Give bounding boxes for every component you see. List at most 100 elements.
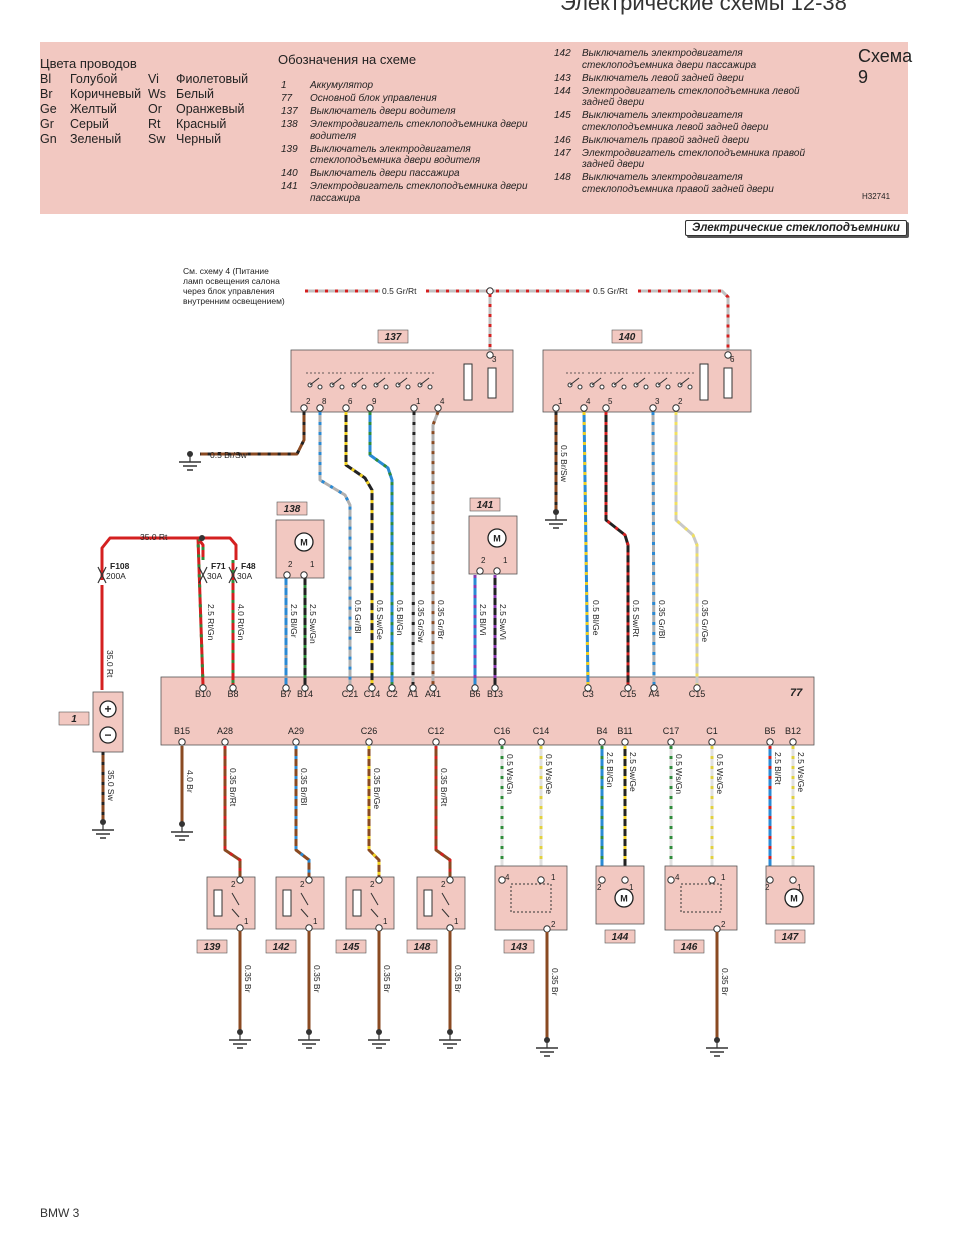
designation-number: 139: [281, 143, 298, 155]
wire-color-name: Голубой: [70, 72, 118, 86]
pin-number: 1: [310, 560, 315, 569]
wire-label: 35.0 Rt: [105, 650, 115, 678]
wire-color-name: Коричневый: [70, 87, 142, 101]
wire-label: 0.35 Br: [453, 965, 463, 993]
unit-77-pin: [650, 684, 658, 692]
unit-77-pin: [693, 684, 701, 692]
wire-color-code: Ge: [40, 102, 57, 116]
motor-pin: [766, 876, 774, 884]
switch-137-pin: [410, 404, 418, 412]
fuse-rating: 30A: [237, 571, 252, 581]
pin-label: B14: [297, 689, 313, 699]
wire-c14: [344, 412, 374, 685]
switch-140-pin: [552, 404, 560, 412]
pin-label: A1: [407, 689, 418, 699]
unit-77-pin: [584, 684, 592, 692]
unit-77-pin: [221, 738, 229, 746]
switch-140-pin: [672, 404, 680, 412]
pin-number: 1: [503, 556, 508, 565]
pin-number: 2: [721, 920, 726, 929]
wire-label: 0.5 Bl/Gn: [395, 600, 405, 636]
wire-color-name: Черный: [176, 132, 222, 146]
pin-label: C16: [494, 726, 511, 736]
wire-label: 0.35 Gr/Bl: [657, 600, 667, 638]
unit-77-pin: [292, 738, 300, 746]
designation-text: Аккумулятор: [310, 80, 374, 91]
wire-label: 2.5 Bl/Vi: [478, 604, 488, 636]
unit-77-pin: [199, 684, 207, 692]
unit-77-pin: [498, 738, 506, 746]
pin-label: C17: [663, 726, 680, 736]
wire-label: 0.5 Ws/Gn: [505, 754, 515, 794]
contact-lever: [331, 377, 342, 386]
wire-color-code: Rt: [148, 117, 161, 131]
switch-pin: [375, 876, 383, 884]
component-tag: [58, 711, 90, 726]
pin-number: 9: [372, 397, 377, 406]
contact-lever: [309, 377, 320, 386]
pin-number: 1: [454, 917, 459, 926]
pin-number: 2: [597, 883, 602, 892]
designation-text: пассажира: [310, 192, 361, 204]
designation-text: Электродвигатель стеклоподъемника двери: [310, 181, 528, 192]
wire-color-code: Ws: [148, 87, 167, 101]
pin-number: 1: [551, 873, 556, 882]
component-tag: [406, 939, 438, 954]
wire-c12: [434, 746, 452, 878]
contact-lever: [353, 377, 364, 386]
fuse-id: F48: [241, 561, 256, 571]
designation-text: водителя: [310, 130, 357, 142]
pin-number: 1: [721, 873, 726, 882]
pin-label: B5: [764, 726, 775, 736]
wire-label: 2.5 Sw/Vi: [498, 604, 508, 640]
wire-c15-stripe: [604, 412, 630, 685]
wire-label: 0.5 Gr/Rt: [382, 286, 417, 296]
contact-lever: [300, 892, 309, 906]
wire-label: 2.5 Rt/Gn: [206, 604, 216, 641]
resistor-icon: [352, 889, 362, 917]
component-tag: [774, 929, 806, 944]
switch-140-pin: [602, 404, 610, 412]
switch-pin: [537, 876, 545, 884]
unit-77-pin: [429, 684, 437, 692]
pin-label: B7: [280, 689, 291, 699]
pin-number: 1: [416, 397, 421, 406]
unit-77-pin: [624, 684, 632, 692]
contact-dot: [643, 384, 649, 390]
wire-label: 0.5 Ws/Gn: [674, 754, 684, 794]
unit-77-pin: [491, 684, 499, 692]
wire-label: 0.5 Bl/Ge: [591, 600, 601, 636]
pin-number: 2: [231, 880, 236, 889]
component-label: 1: [71, 714, 77, 725]
switch-pin: [667, 876, 675, 884]
contact-lever: [657, 377, 668, 386]
wire-battery-feed: [100, 536, 170, 580]
component-label: 137: [385, 332, 402, 343]
designation-text: Выключатель двери водителя: [310, 106, 456, 117]
pin-label: C15: [620, 689, 637, 699]
note-text: через блок управления: [183, 286, 275, 296]
pin-label: B11: [617, 726, 632, 736]
designation-text: Электродвигатель стеклоподъемника левой: [582, 85, 800, 97]
contact-lever: [397, 377, 408, 386]
contact-dot: [621, 384, 627, 390]
fuse-rating: 30A: [207, 571, 222, 581]
wire-label: 2.5 Bl/Gr: [289, 604, 299, 638]
pin-label: C1: [706, 726, 718, 736]
wire-label: 4.0 Rt/Gn: [236, 604, 246, 641]
pin-label: C12: [428, 726, 445, 736]
wire-label: 0.35 Br/Rt: [439, 768, 449, 807]
wire-label: 2.5 Bl/Gn: [605, 752, 615, 788]
unit-77-pin: [471, 684, 479, 692]
pin-number: 8: [322, 397, 327, 406]
resistor-icon: [487, 367, 497, 399]
motor-pin: [300, 571, 308, 579]
component-tag: [265, 939, 297, 954]
unit-77-pin: [346, 684, 354, 692]
component-label: 140: [619, 332, 636, 343]
motor-icon: [294, 532, 314, 552]
component-label: 77: [790, 687, 803, 699]
contact-lever: [441, 892, 450, 906]
switch-140-box: [542, 349, 752, 413]
